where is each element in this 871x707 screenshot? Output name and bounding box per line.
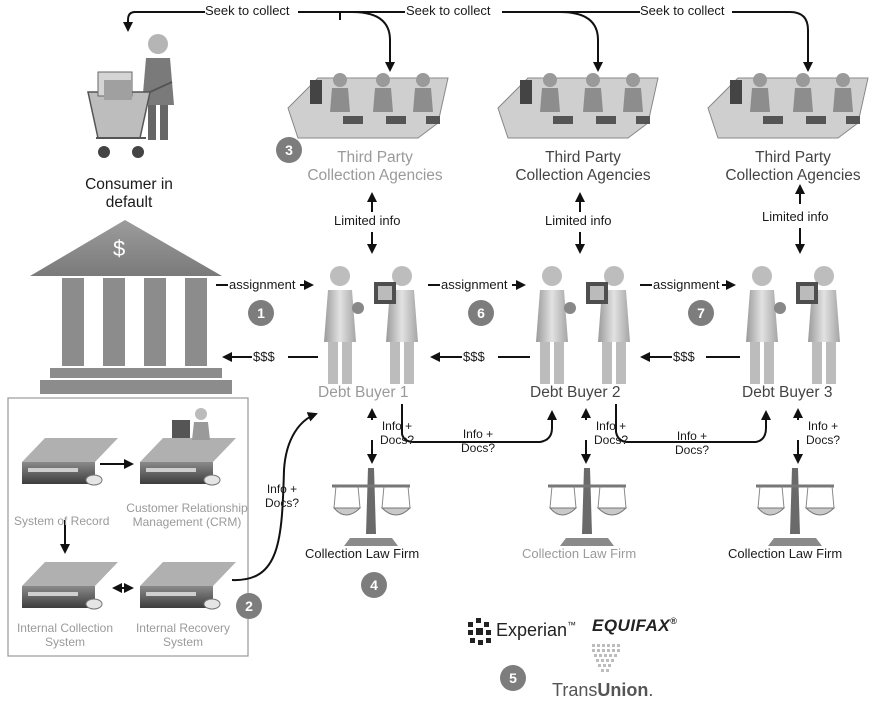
bank-building xyxy=(30,220,232,394)
info-docs-label-5: Info +Docs? xyxy=(806,419,841,447)
assignment-money-arrows xyxy=(216,280,740,362)
assignment-label-1: assignment xyxy=(229,277,296,292)
agency-desks-3 xyxy=(707,73,869,139)
assignment-label-3: assignment xyxy=(653,277,720,292)
debt-buyer-label-1: Debt Buyer 1 xyxy=(318,384,409,401)
info-docs-label-3: Info +Docs? xyxy=(594,419,629,447)
step-badge-1: 1 xyxy=(248,300,274,326)
seek-label-1: Seek to collect xyxy=(205,3,290,18)
server-internal-collection xyxy=(22,562,118,610)
seek-label-2: Seek to collect xyxy=(406,3,491,18)
consumer-cart-figure xyxy=(87,34,174,158)
scales-1 xyxy=(332,468,412,546)
agency-desks-1 xyxy=(287,73,449,139)
transunion-logo-mark xyxy=(592,644,620,672)
limited-info-label-3: Limited info xyxy=(762,209,829,224)
bank-dollar-icon: $ xyxy=(113,236,126,261)
seek-arrows xyxy=(123,11,813,72)
info-docs-label-4: Info +Docs? xyxy=(674,429,709,457)
law-firm-label-1: Collection Law Firm xyxy=(305,546,420,561)
experian-logo: Experian™ xyxy=(496,620,577,640)
step-badge-4: 4 xyxy=(361,572,387,598)
money-label-3: $$$ xyxy=(673,349,695,364)
info-docs-arrows xyxy=(367,404,803,464)
info-docs-label-6: Info +Docs? xyxy=(264,482,299,510)
step-badge-2: 2 xyxy=(236,593,262,619)
debt-buyer-label-2: Debt Buyer 2 xyxy=(530,384,621,401)
law-firm-label-2: Collection Law Firm xyxy=(522,546,637,561)
debt-buyer-figure-3 xyxy=(746,266,840,384)
transunion-logo: TransUnion. xyxy=(552,680,654,700)
step-badge-6: 6 xyxy=(468,300,494,326)
scales-3 xyxy=(756,468,836,546)
debt-buyer-figure-2 xyxy=(536,266,630,384)
money-label-2: $$$ xyxy=(463,349,485,364)
step-badge-3: 3 xyxy=(276,137,302,163)
debt-buyer-label-3: Debt Buyer 3 xyxy=(742,384,833,401)
internal-arrows xyxy=(60,412,318,593)
seek-label-3: Seek to collect xyxy=(640,3,725,18)
money-label-1: $$$ xyxy=(253,349,275,364)
limited-info-label-2: Limited info xyxy=(545,213,612,228)
step-badge-7: 7 xyxy=(688,300,714,326)
equifax-logo: EQUIFAX® xyxy=(592,616,678,635)
limited-info-label-1: Limited info xyxy=(334,213,401,228)
step-badge-5: 5 xyxy=(500,665,526,691)
scales-2 xyxy=(548,468,628,546)
server-crm xyxy=(140,408,236,486)
agency-desks-2 xyxy=(497,73,659,139)
experian-logo-mark xyxy=(468,618,491,645)
server-system-of-record xyxy=(22,438,118,486)
consumer-label: Consumer in default xyxy=(85,176,173,211)
assignment-label-2: assignment xyxy=(441,277,508,292)
info-docs-label-2: Info +Docs? xyxy=(460,427,495,455)
info-docs-label-1: Info +Docs? xyxy=(380,419,415,447)
debt-buyer-figure-1 xyxy=(324,266,418,384)
server-internal-recovery xyxy=(140,562,236,610)
law-firm-label-3: Collection Law Firm xyxy=(728,546,843,561)
system-of-record-label: System of Record xyxy=(14,514,110,528)
limited-info-arrows xyxy=(367,184,805,254)
